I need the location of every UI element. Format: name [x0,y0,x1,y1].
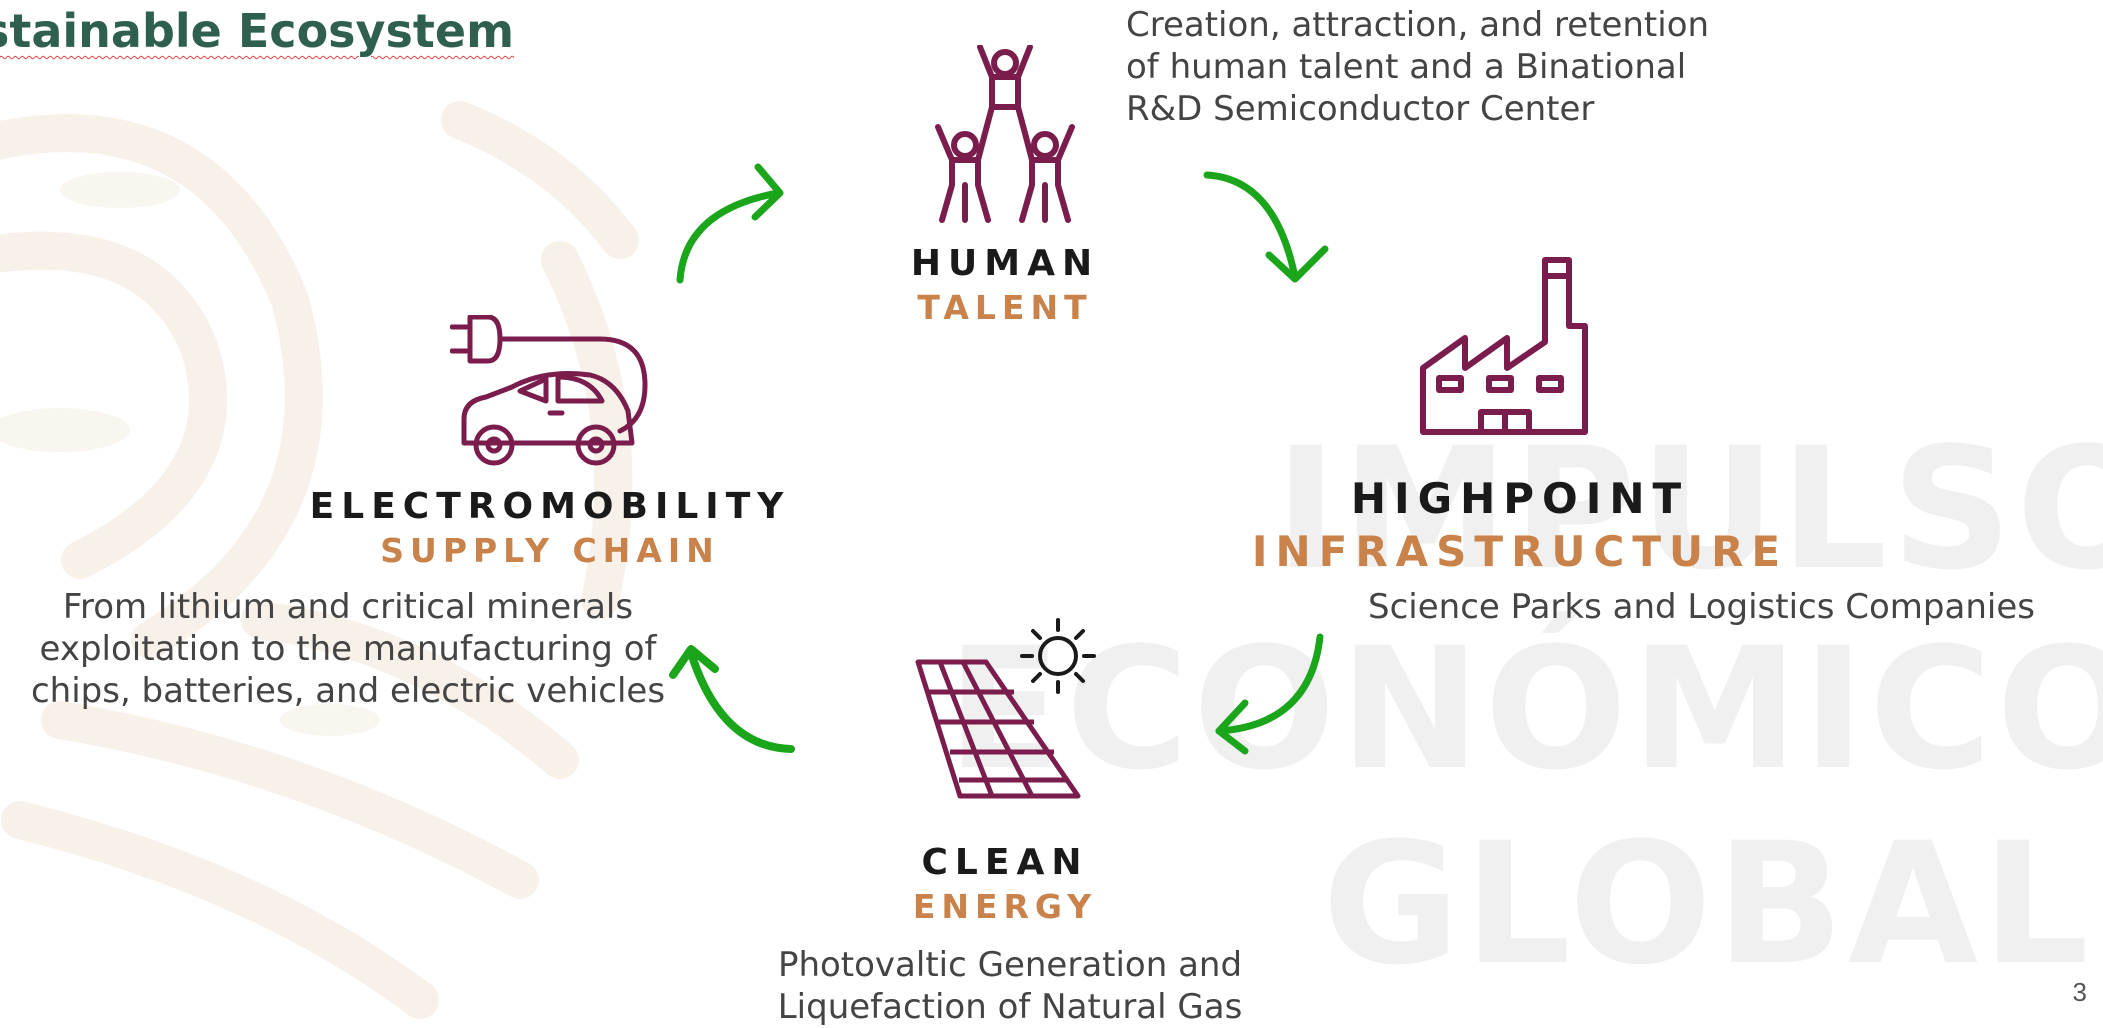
highpoint-line2: INFRASTRUCTURE [1251,527,1789,576]
node-highpoint-title: HIGHPOINT INFRASTRUCTURE [1230,474,1810,576]
highpoint-line1: HIGHPOINT [1350,474,1690,523]
arrow-electromobility-to-talent [676,163,784,284]
electric-car-icon [450,315,648,466]
arrow-infrastructure-to-energy [1215,633,1324,755]
node-human-talent-title: HUMAN TALENT [880,243,1130,327]
watermark-line-3: GLOBAL [1322,806,2093,1002]
highpoint-desc-line: Science Parks and Logistics Companies [1368,587,2035,627]
electromobility-desc-line: From lithium and critical minerals [62,587,634,627]
clean-energy-desc-line: Photovaltic Generation and [777,945,1243,985]
watermark-line-1: IMPULSO [1274,411,2103,607]
electromobility-line2: SUPPLY CHAIN [380,531,720,570]
clean-energy-desc-line: Liquefaction of Natural Gas [777,987,1243,1027]
electromobility-desc-line: exploitation to the manufacturing of [39,629,657,669]
electromobility-line1: ELECTROMOBILITY [309,486,791,527]
node-clean-energy-title: CLEAN ENERGY [860,842,1150,926]
page-number: 3 [2072,977,2087,1007]
node-electromobility-title: ELECTROMOBILITY SUPPLY CHAIN [300,486,800,570]
human-talent-line1: HUMAN [910,243,1100,284]
clean-energy-description: Photovaltic Generation and Liquefaction … [720,944,1300,1028]
slide-title: stainable Ecosystem [0,4,515,58]
human-talent-description: Creation, attraction, and retention of h… [1126,4,1766,130]
solar-panel-icon [915,618,1096,799]
arrow-talent-to-infrastructure [1203,171,1329,283]
electromobility-desc-line: chips, batteries, and electric vehicles [30,671,666,711]
watermark-line-2: ECONÓMICO [946,611,2103,807]
clean-energy-line1: CLEAN [921,842,1089,883]
human-talent-desc-line: Creation, attraction, and retention [1126,5,1710,45]
highpoint-description: Science Parks and Logistics Companies [1368,586,2088,628]
human-talent-line2: TALENT [917,288,1093,327]
human-talent-desc-line: R&D Semiconductor Center [1126,89,1595,129]
human-talent-desc-line: of human talent and a Binational [1126,47,1687,87]
electromobility-description: From lithium and critical minerals explo… [8,586,688,712]
clean-energy-line2: ENERGY [912,887,1098,926]
arrow-energy-to-electromobility [669,645,795,753]
people-pyramid-icon [935,45,1075,223]
factory-icon [1420,257,1588,435]
